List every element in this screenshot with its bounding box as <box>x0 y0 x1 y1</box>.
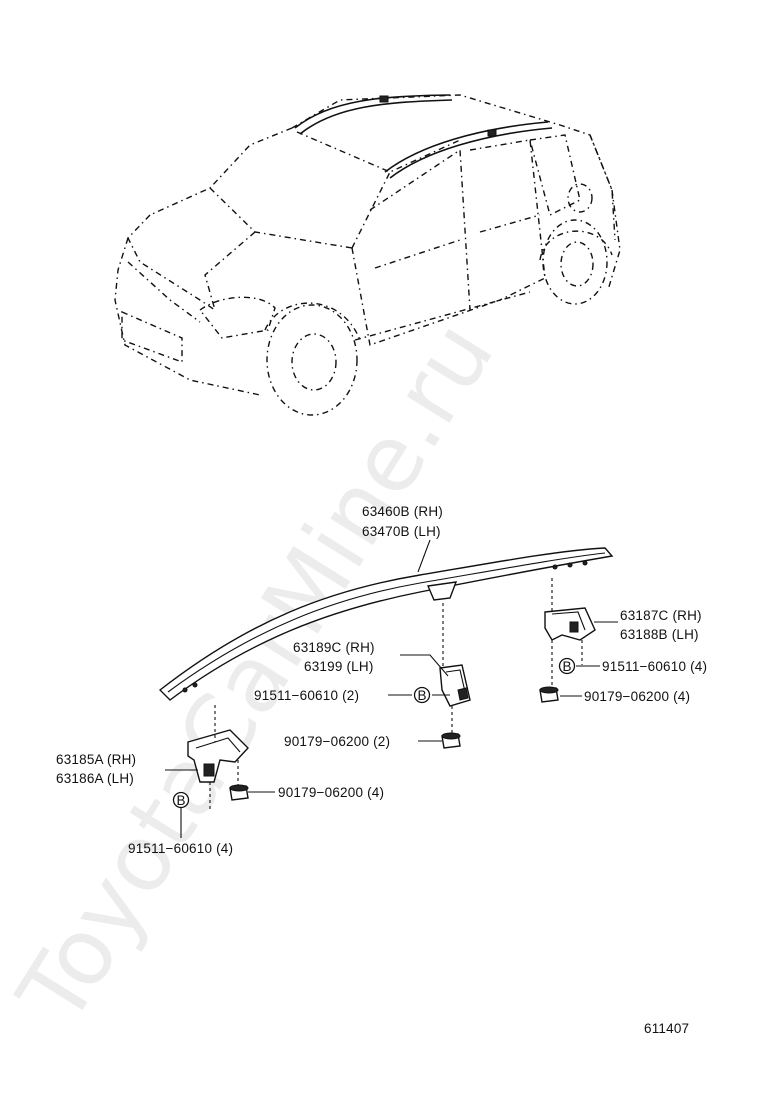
diagram-id: 611407 <box>644 1021 689 1036</box>
label-nut-rear: 90179−06200 (4) <box>584 689 690 704</box>
label-screw-center: 91511−60610 (2) <box>254 688 359 703</box>
symbol-b-front: B <box>172 791 190 809</box>
label-rear-support-lh: 63188B (LH) <box>620 627 699 642</box>
label-screw-rear: 91511−60610 (4) <box>602 659 707 674</box>
label-center-support-rh: 63189C (RH) <box>293 640 375 655</box>
nut-center <box>441 732 461 749</box>
watermark: ToyotaCarMine.ru <box>0 303 515 1042</box>
label-nut-center: 90179−06200 (2) <box>284 734 390 749</box>
label-screw-front: 91511−60610 (4) <box>128 841 233 856</box>
label-front-support-lh: 63186A (LH) <box>56 771 134 786</box>
rear-support-bracket <box>544 607 596 641</box>
label-rail-rh: 63460B (RH) <box>362 504 443 519</box>
label-rear-support-rh: 63187C (RH) <box>620 608 702 623</box>
alignment-lines <box>209 578 583 810</box>
nut-front <box>229 784 249 801</box>
svg-text:B: B <box>563 659 572 674</box>
symbol-b-center: B <box>413 686 431 704</box>
roof-rail <box>158 547 614 701</box>
label-rail-lh: 63470B (LH) <box>362 524 441 539</box>
nut-rear <box>539 686 559 703</box>
svg-text:B: B <box>418 688 427 703</box>
leader-lines <box>165 539 618 838</box>
front-support-bracket <box>187 729 249 783</box>
svg-text:B: B <box>177 793 186 808</box>
label-front-support-rh: 63185A (RH) <box>56 752 136 767</box>
symbol-b-rear: B <box>558 657 576 675</box>
label-center-support-lh: 63199 (LH) <box>304 659 374 674</box>
car-illustration <box>114 94 621 416</box>
label-nut-front: 90179−06200 (4) <box>278 785 384 800</box>
